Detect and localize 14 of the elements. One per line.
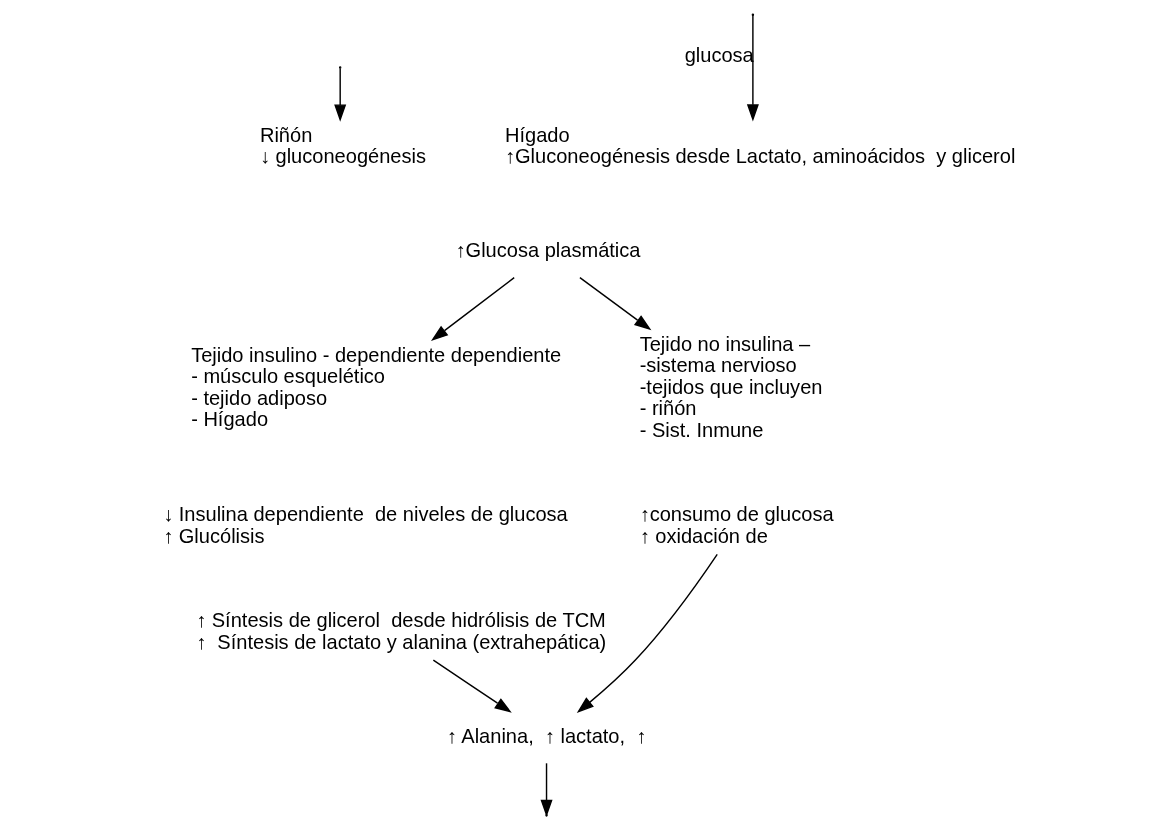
node-text: ↑ Alanina, ↑ lactato, ↑ [446, 724, 647, 747]
arrow [576, 553, 718, 713]
node-text: Riñón ↓ gluconeogénesis [259, 123, 426, 168]
node-text: ↑consumo de glucosa ↑ oxidación de [639, 503, 834, 547]
node-text: ↑ Síntesis de glicerol desde hidrólisis de TCM ↑ Síntesis de lactato y alanina (extrahepática) [196, 609, 607, 653]
node-text: Tejido insulino - dependiente dependiente - músculo esquelético - tejido adiposo - Hígado [191, 343, 562, 431]
node-text: Hígado ↑Gluconeogénesis desde Lactato, aminoácidos y glicerol [504, 123, 1016, 168]
node-text: ↑Glucosa plasmática [455, 238, 641, 261]
node-text: Tejido no insulina – -sistema nervioso -tejidos que incluyen - riñón - Sist. Inmune [639, 332, 823, 441]
arrow [432, 659, 512, 713]
node-text: ↓ Insulina dependiente de niveles de glucosa ↑ Glucólisis [163, 503, 568, 547]
arrow [431, 276, 515, 341]
arrow [334, 67, 347, 122]
arrow [579, 276, 652, 331]
